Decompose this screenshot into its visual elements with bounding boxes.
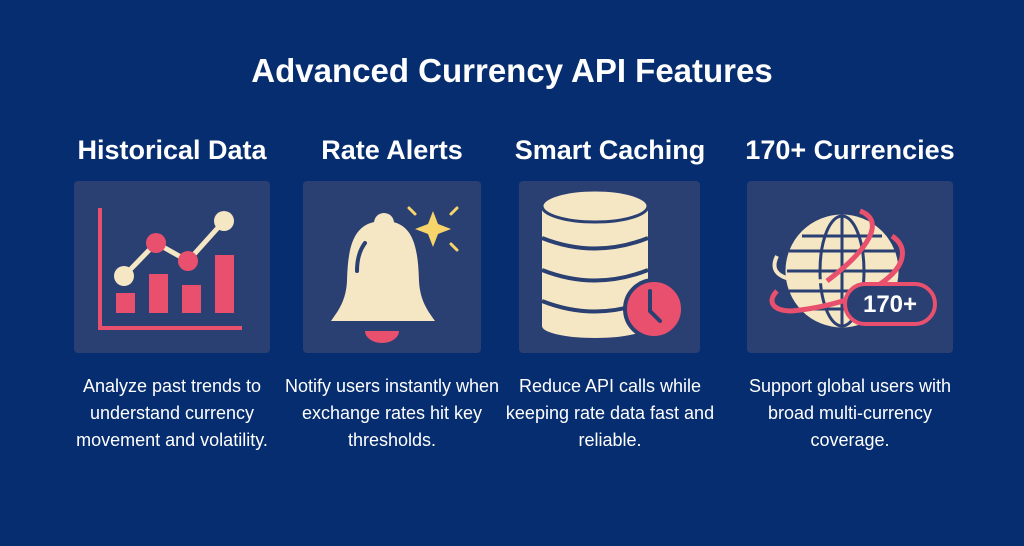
feature-historical-data: Historical Data Analyze past trends to u… (52, 128, 292, 450)
bar-line-chart-icon (74, 181, 270, 353)
feature-heading: 170+ Currencies (745, 135, 955, 165)
feature-description: Reduce API calls while keeping rate data… (505, 376, 715, 450)
feature-description: Notify users instantly when exchange rat… (284, 376, 500, 450)
feature-description: Support global users with broad multi-cu… (748, 376, 952, 450)
bell-icon (303, 181, 481, 353)
feature-description: Analyze past trends to understand curren… (76, 376, 268, 450)
feature-heading: Historical Data (77, 135, 267, 165)
feature-heading: Rate Alerts (321, 135, 463, 165)
feature-heading: Smart Caching (514, 135, 706, 165)
feature-rate-alerts: Rate Alerts Notify users instantly when … (272, 128, 512, 450)
feature-smart-caching: Smart Caching Reduce API calls while kee… (490, 128, 730, 450)
database-clock-icon (519, 181, 700, 353)
page-title: Advanced Currency API Features (251, 52, 773, 89)
feature-170-currencies: 170+ Currencies 170+ Support global user… (730, 128, 970, 450)
globe-icon: 170+ (747, 181, 953, 353)
globe-badge-text: 170+ (863, 291, 917, 318)
